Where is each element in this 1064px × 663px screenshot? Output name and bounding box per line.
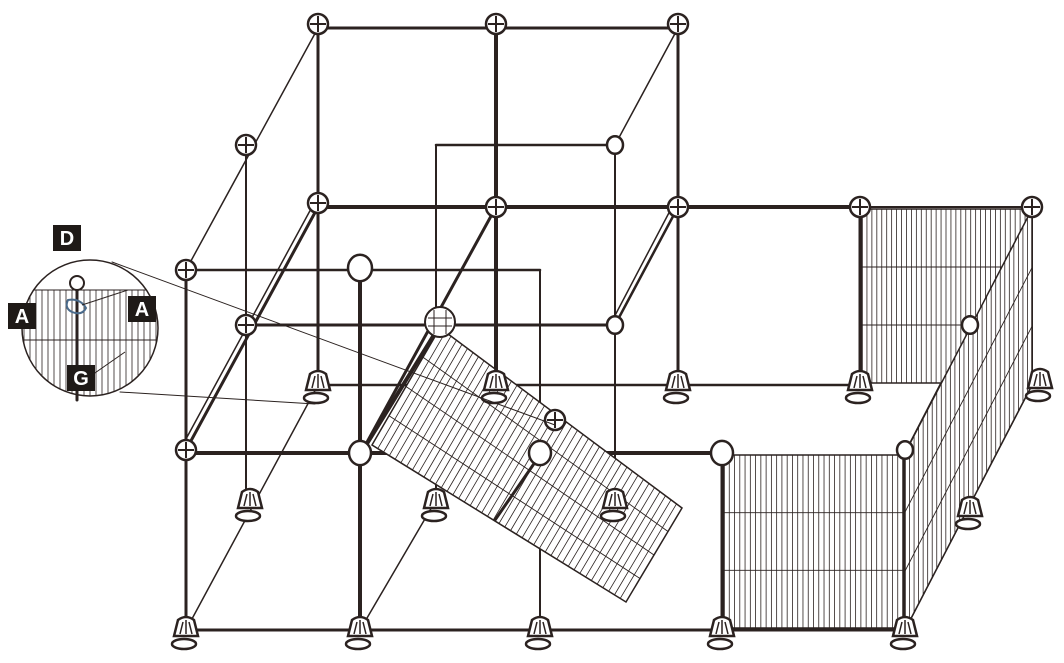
label-a-left-text: A — [15, 306, 29, 328]
connector-ribs — [670, 16, 686, 32]
foot-ribs — [671, 374, 685, 389]
foot-disc — [170, 637, 198, 651]
label-d-text: D — [60, 228, 74, 250]
connector-ribs — [238, 317, 254, 333]
connector-open — [709, 439, 735, 467]
foot-disc — [706, 637, 734, 651]
mesh-crossbar — [904, 326, 1033, 572]
label-a-left: A — [8, 303, 36, 329]
foot-disc — [234, 509, 262, 523]
foot-ribs — [963, 500, 977, 515]
callout-leader-top — [111, 261, 556, 426]
connector-ribs — [1024, 199, 1040, 215]
foot-disc — [1024, 389, 1052, 403]
label-a-right-text: A — [135, 299, 149, 321]
label-d: D — [53, 225, 81, 251]
foot-ribs — [608, 492, 622, 507]
label-g-text: G — [73, 368, 89, 390]
mesh-crossbar — [904, 267, 1033, 513]
foot-ribs — [489, 374, 503, 389]
connector-open — [605, 134, 625, 156]
connector-highlight — [424, 306, 456, 338]
foot-disc — [480, 391, 508, 405]
foot-ribs — [353, 620, 367, 635]
foot-ribs — [533, 620, 547, 635]
ramp-cross-bar — [493, 453, 542, 522]
connector-open — [960, 314, 980, 336]
foot-ribs — [898, 620, 912, 635]
connector-ribs — [310, 16, 326, 32]
foot-disc — [844, 391, 872, 405]
foot-disc — [344, 637, 372, 651]
foot-disc — [889, 637, 917, 651]
feet-group — [170, 367, 1054, 651]
connector-ribs — [488, 199, 504, 215]
callout-clip-part — [65, 298, 88, 315]
panel-ramp-border — [370, 326, 683, 604]
ramp-support-bar — [358, 323, 442, 457]
foot-disc — [662, 391, 690, 405]
connector-ribs — [238, 137, 254, 153]
connector-open — [347, 439, 373, 467]
callout-pointer-a — [81, 289, 129, 306]
mesh-panel-ramp — [370, 326, 683, 604]
foot-disc — [302, 391, 330, 405]
connector-ribs — [670, 199, 686, 215]
foot-disc — [524, 637, 552, 651]
foot-ribs — [429, 492, 443, 507]
callout-pointer-g — [91, 351, 126, 376]
callout-leader-bottom — [119, 391, 316, 405]
mesh-panel-front-right — [723, 454, 904, 629]
connector-open — [527, 439, 553, 467]
label-a-right: A — [128, 296, 156, 322]
label-g: G — [67, 365, 95, 391]
foot-disc — [420, 509, 448, 523]
connector-ribs — [178, 442, 194, 458]
callout-connector — [69, 275, 85, 291]
foot-ribs — [853, 374, 867, 389]
connector-open — [346, 253, 374, 283]
connector-highlight-ribs — [428, 310, 452, 334]
foot-ribs — [715, 620, 729, 635]
connector-open — [895, 439, 915, 461]
connector-ribs — [852, 199, 868, 215]
connector-open — [605, 314, 625, 336]
foot-ribs — [1033, 372, 1047, 387]
mesh-crossbar — [388, 415, 641, 579]
foot-ribs — [311, 374, 325, 389]
foot-disc — [954, 517, 982, 531]
connector-ribs — [310, 195, 326, 211]
connector-ribs — [178, 262, 194, 278]
foot-ribs — [243, 492, 257, 507]
connector-ribs — [488, 16, 504, 32]
foot-disc — [599, 509, 627, 523]
foot-ribs — [179, 620, 193, 635]
